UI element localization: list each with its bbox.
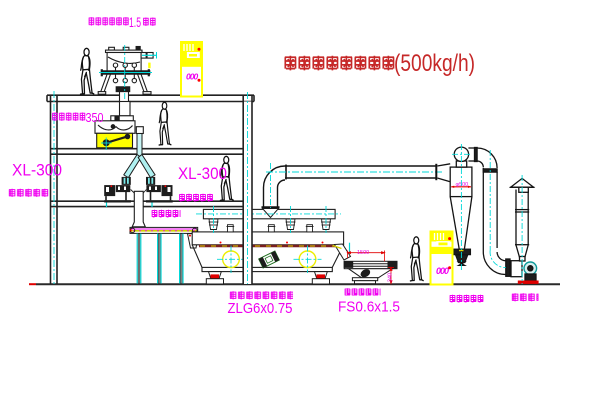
svg-text:(500kg/h): (500kg/h) [394, 50, 475, 77]
svg-text:φ500: φ500 [456, 182, 469, 188]
svg-text:1500: 1500 [357, 250, 369, 256]
svg-text:XL-300: XL-300 [12, 161, 62, 180]
svg-text:XL-300: XL-300 [178, 164, 227, 183]
svg-text:FS0.6x1.5: FS0.6x1.5 [338, 299, 400, 316]
svg-text:340: 340 [388, 273, 394, 282]
svg-text:350: 350 [86, 110, 104, 125]
svg-text:1.5: 1.5 [129, 15, 141, 30]
svg-text:000: 000 [436, 266, 449, 276]
svg-text:ZLG6x0.75: ZLG6x0.75 [228, 300, 293, 317]
svg-text:000: 000 [186, 72, 198, 82]
